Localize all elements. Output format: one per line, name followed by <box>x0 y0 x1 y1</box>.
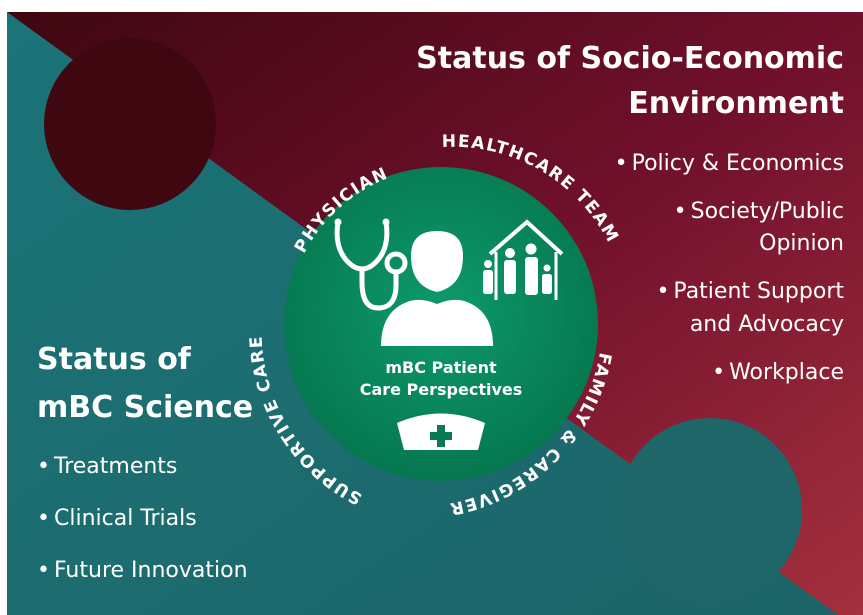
center-title-line1: mBC Patient <box>385 358 497 377</box>
puzzle-knob-bottom <box>618 418 802 602</box>
list-item: •Future Innovation <box>37 558 248 583</box>
family-house-icon <box>483 219 564 300</box>
science-title-line2: mBC Science <box>37 390 253 425</box>
science-title-line1: Status of <box>37 342 192 377</box>
patient-icon <box>381 231 493 346</box>
socio-economic-list: •Policy & Economics •Society/Public Opin… <box>615 151 845 385</box>
socio-economic-title-line1: Status of Socio-Economic <box>416 41 844 76</box>
list-item: •Policy & Economics <box>615 151 844 176</box>
list-item: •Clinical Trials <box>37 506 197 531</box>
list-item: •Society/Public <box>674 199 844 224</box>
science-list: •Treatments •Clinical Trials •Future Inn… <box>37 454 248 583</box>
list-item-continuation: Opinion <box>759 231 844 256</box>
list-item: •Treatments <box>37 454 177 479</box>
list-item: •Patient Support <box>656 279 844 304</box>
stethoscope-icon <box>334 219 408 311</box>
list-item: •Workplace <box>712 360 844 385</box>
list-item-continuation: and Advocacy <box>690 312 844 337</box>
nurse-cap-icon <box>397 413 485 450</box>
puzzle-knob-top <box>44 38 216 210</box>
socio-economic-title-line2: Environment <box>628 86 844 121</box>
center-title-line2: Care Perspectives <box>360 380 523 399</box>
